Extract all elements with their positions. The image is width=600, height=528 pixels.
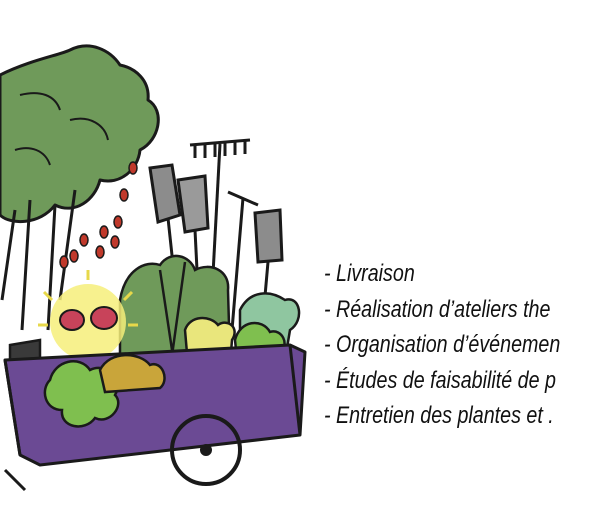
- flower-icon: [59, 306, 118, 331]
- list-item: - Études de faisabilité de p: [324, 366, 556, 394]
- list-item: - Organisation d’événemen: [324, 331, 561, 358]
- services-list: - Livraison - Réalisation d’ateliers the…: [324, 256, 600, 434]
- list-item: - Livraison: [324, 260, 415, 287]
- front-leaves: [43, 353, 166, 428]
- tree-icon: [0, 44, 160, 331]
- list-item: - Entretien des plantes et .: [324, 402, 554, 429]
- watering-seeds-icon: [59, 161, 138, 269]
- wheel-icon: [3, 414, 242, 492]
- list-item: - Réalisation d’ateliers the: [324, 295, 551, 323]
